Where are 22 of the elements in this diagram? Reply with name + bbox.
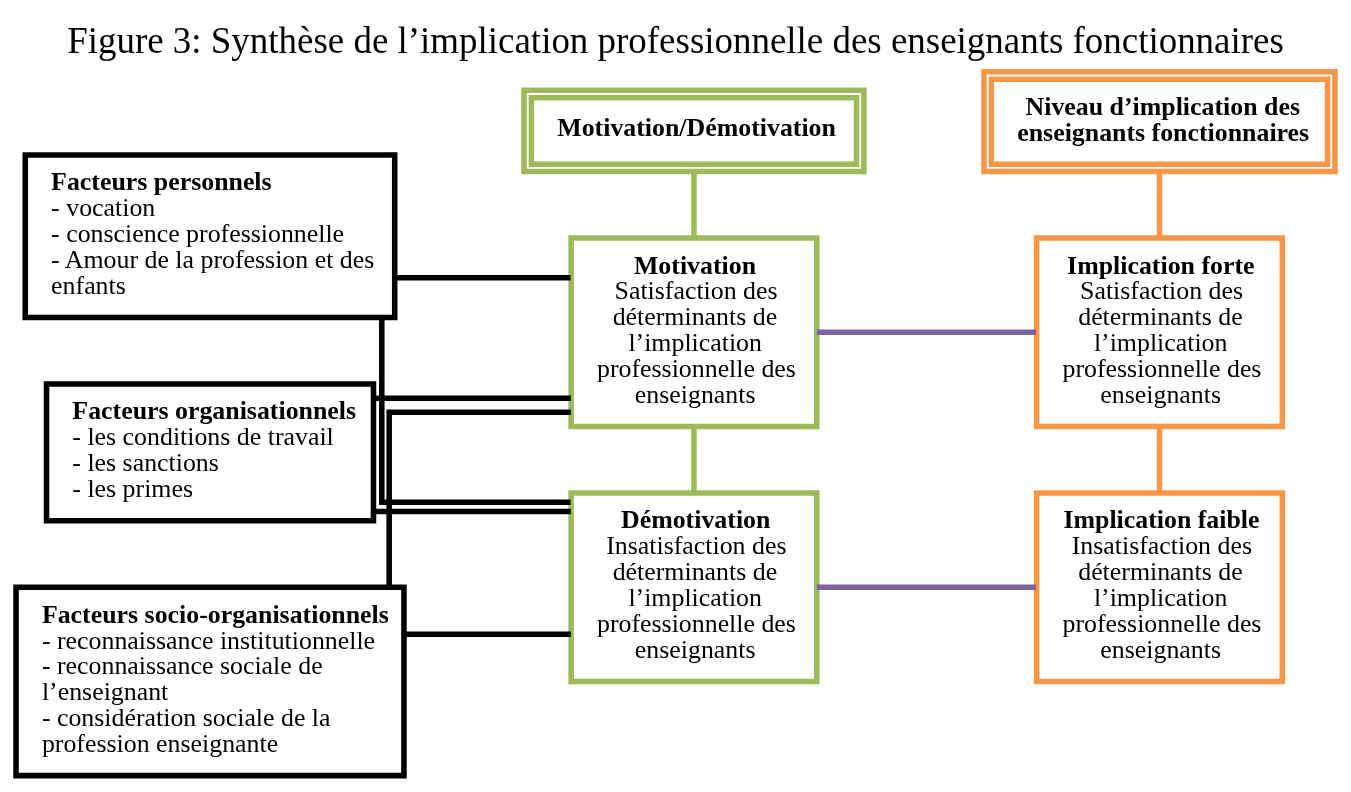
connector xyxy=(404,631,571,638)
connector xyxy=(691,427,697,493)
node-box: Facteurs organisationnels - les conditions de travail - les sanctions - les primes xyxy=(43,381,377,524)
connector xyxy=(379,318,571,505)
node-box: Facteurs socio-organisationnels - reconnaissance institutionnelle - reconnaissance sociale de l’enseignant - considération sociale de la profession enseignante xyxy=(13,584,407,779)
node-box: Motivation Satisfaction des déterminants de l’implication professionnelle des enseignants xyxy=(568,235,820,430)
connector xyxy=(386,409,571,587)
node-box: Implication faible Insatisfaction des déterminants de l’implication professionnelle des enseignants xyxy=(1033,490,1286,685)
connector xyxy=(691,171,697,238)
node-box: Démotivation Insatisfaction des déterminants de l’implication professionnelle des enseignants xyxy=(568,490,820,685)
node-box: Facteurs personnels - vocation - conscience professionnelle - Amour de la profession et des enfants xyxy=(22,152,398,321)
connector xyxy=(816,329,1036,336)
connector xyxy=(395,275,571,281)
node-box: Implication forte Satisfaction des déterminants de l’implication professionnelle des enseignants xyxy=(1033,235,1286,430)
connector xyxy=(1156,171,1163,238)
diagram-title: Figure 3: Synthèse de l’implication professionnelle des enseignants fonctionnaires xyxy=(67,20,1284,62)
connector xyxy=(816,584,1036,590)
connector xyxy=(1156,427,1163,493)
node-box: Motivation/Démotivation xyxy=(521,87,867,175)
connector xyxy=(373,395,571,401)
node-box: Niveau d’implication des enseignants fonctionnaires xyxy=(981,69,1338,175)
connector xyxy=(373,508,571,515)
